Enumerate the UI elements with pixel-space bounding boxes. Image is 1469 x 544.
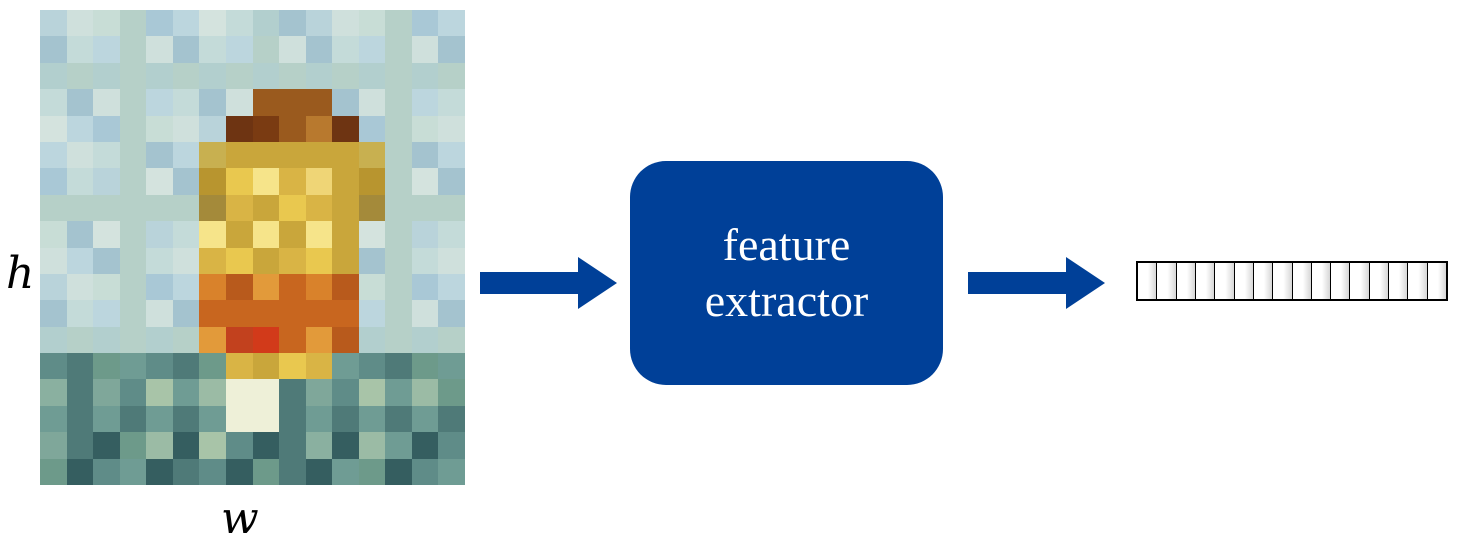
right-arrow-icon	[968, 257, 1105, 309]
feature-vector-cell	[1234, 263, 1254, 299]
feature-vector-cell	[1389, 263, 1409, 299]
feature-vector	[1136, 261, 1448, 301]
feature-vector-cell	[1350, 263, 1370, 299]
right-arrow-icon	[480, 257, 617, 309]
feature-vector-cell	[1253, 263, 1274, 299]
feature-vector-cell	[1331, 263, 1351, 299]
extractor-label-line2: extractor	[704, 275, 869, 326]
feature-vector-cell	[1273, 263, 1293, 299]
feature-vector-cell	[1215, 263, 1235, 299]
height-label: h	[6, 248, 35, 299]
feature-vector-cell	[1195, 263, 1216, 299]
width-label: w	[221, 493, 259, 544]
feature-vector-cell	[1292, 263, 1312, 299]
feature-vector-cell	[1176, 263, 1196, 299]
feature-vector-cell	[1157, 263, 1177, 299]
feature-vector-cell	[1427, 263, 1446, 299]
feature-vector-cell	[1369, 263, 1390, 299]
feature-vector-cell	[1408, 263, 1428, 299]
feature-vector-cell	[1138, 263, 1158, 299]
feature-extractor-box: feature extractor	[630, 161, 943, 385]
pixelated-portrait-image	[40, 10, 465, 485]
extractor-label-line1: feature	[722, 219, 851, 270]
feature-vector-cell	[1311, 263, 1332, 299]
